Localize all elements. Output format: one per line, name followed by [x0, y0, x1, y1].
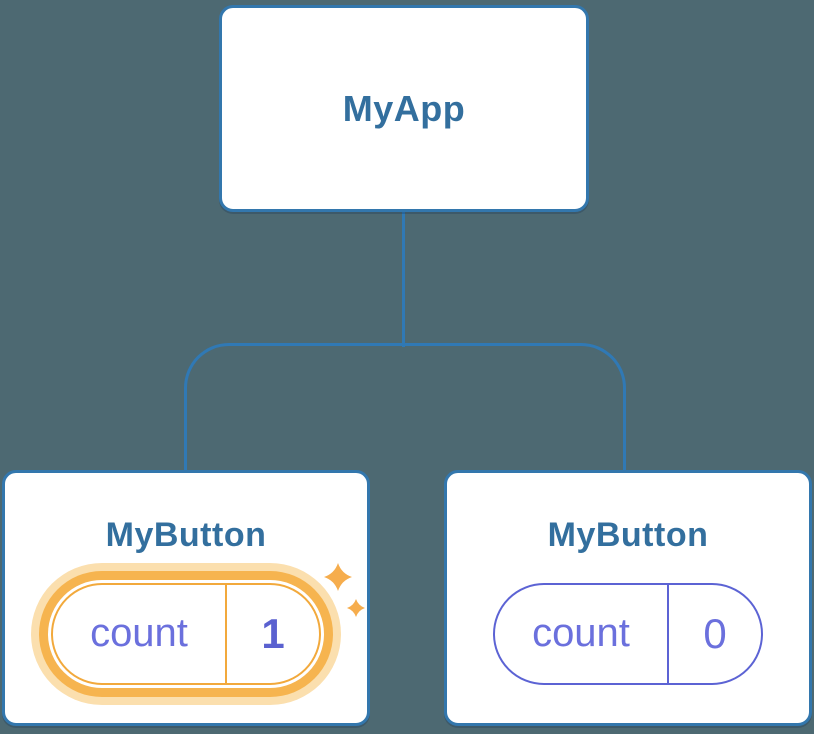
- state-key-label: count: [53, 584, 227, 683]
- tree-node-mybutton-left: MyButton count 1: [2, 470, 370, 726]
- node-title-myapp: MyApp: [342, 87, 466, 129]
- sparkle-small-icon: [347, 599, 365, 617]
- sparkle-large-icon: [324, 563, 352, 591]
- tree-node-mybutton-right: MyButton count 0: [444, 470, 812, 726]
- state-value: 1: [261, 609, 285, 657]
- node-title-mybutton-left: MyButton: [105, 516, 267, 554]
- sparkles-icon: [324, 563, 365, 617]
- state-pill-plain: count 0: [493, 582, 763, 685]
- state-value: 0: [703, 609, 727, 657]
- state-pill-highlighted: count 1: [51, 582, 321, 685]
- node-title-mybutton-right: MyButton: [547, 516, 709, 554]
- state-key-label: count: [495, 584, 669, 683]
- children-connector-bracket: [184, 343, 626, 473]
- tree-node-myapp: MyApp: [219, 5, 589, 212]
- root-connector-line: [402, 211, 405, 347]
